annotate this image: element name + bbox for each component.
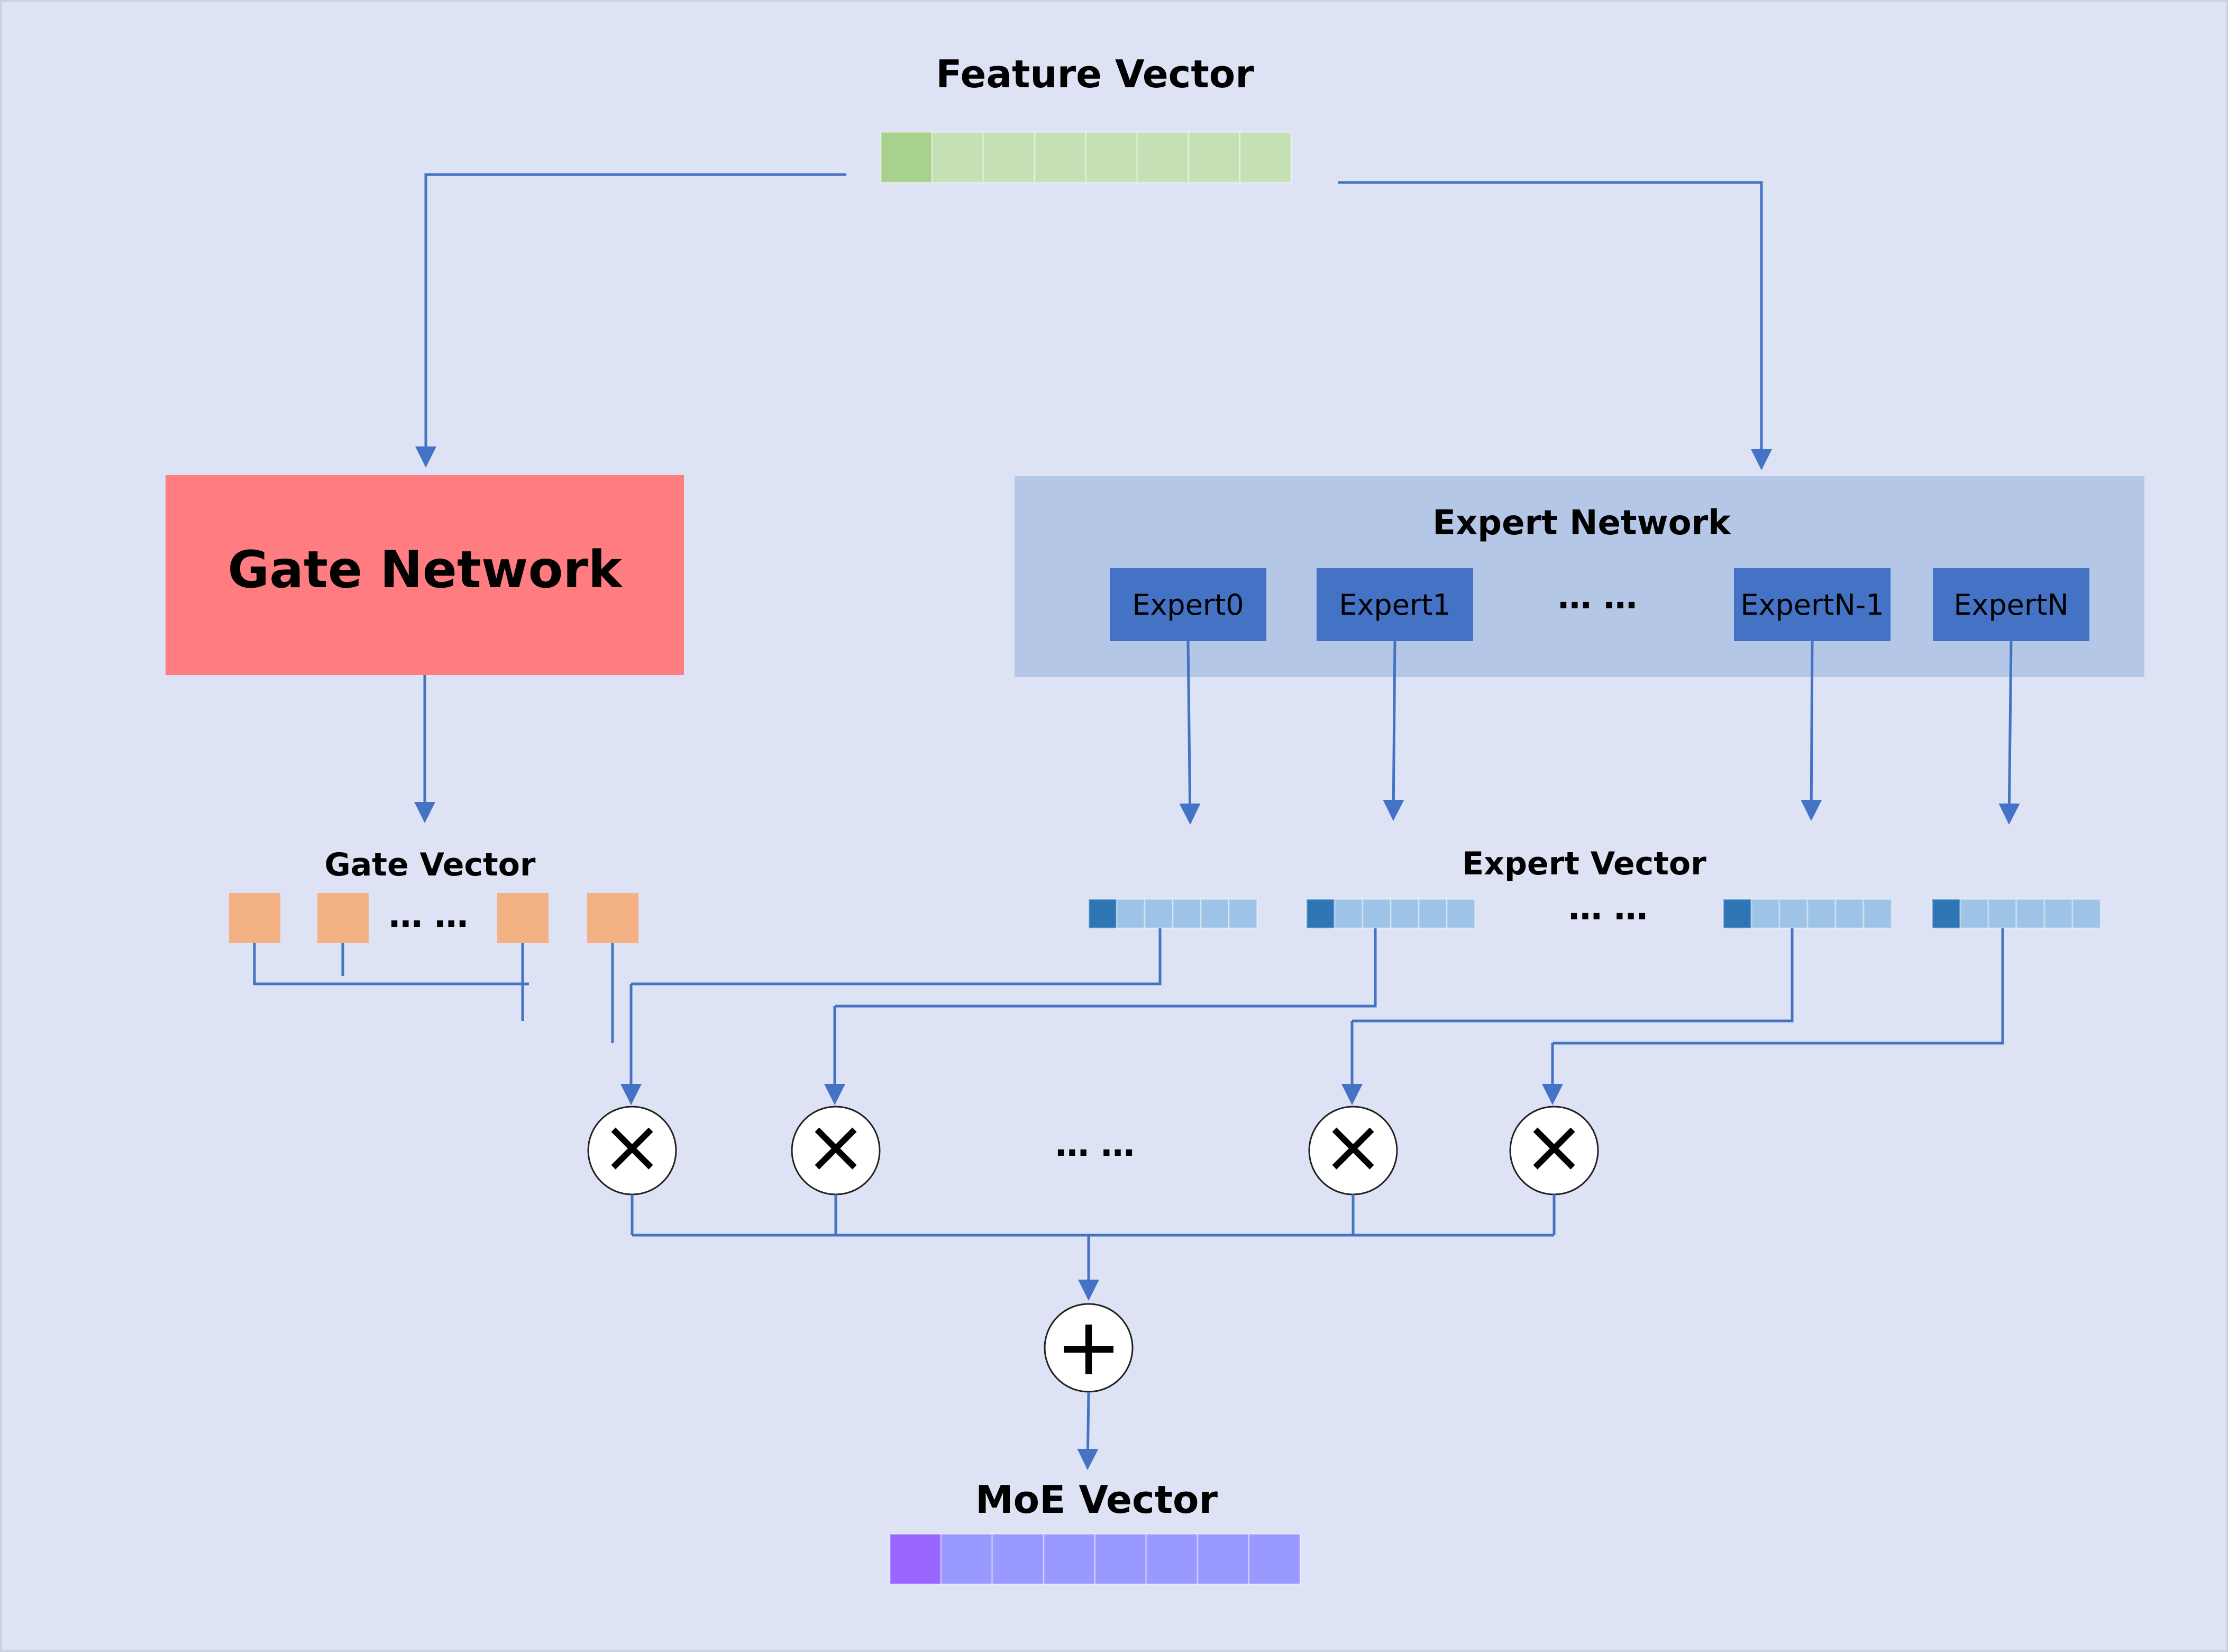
feature-vector-cell — [1188, 131, 1241, 184]
expert-vector-cell — [1088, 898, 1118, 929]
expert-vector-cell — [1228, 898, 1258, 929]
gate-vector-cell — [317, 893, 369, 943]
moe-vector-cell — [1043, 1533, 1096, 1585]
moe-vector-title: MoE Vector — [975, 1477, 1218, 1522]
feature-vector-cell — [880, 131, 933, 184]
expert-vector-cell — [2043, 898, 2074, 929]
gate-vector-cell — [587, 893, 638, 943]
feature-to-gate-connector — [415, 173, 846, 468]
expert-n-label: ExpertN — [1953, 588, 2068, 622]
expert-vector-cell — [1862, 898, 1893, 929]
expert-n-output-arrow — [1998, 641, 2020, 825]
expert-vector-cell — [1305, 898, 1336, 929]
expert-vector-cell — [1418, 898, 1448, 929]
gate-vector-cell — [229, 893, 280, 943]
expert-vector-1 — [1305, 898, 1476, 929]
expert-vector-cell — [1931, 898, 1961, 929]
expert-0-box — [1110, 568, 1266, 641]
expert-vector-ellipsis: … … — [1568, 889, 1648, 928]
expert-1-output-arrow — [1383, 641, 1404, 821]
expert-wire-n-minus-1 — [1352, 928, 1794, 1023]
expert-vector-cell — [1116, 898, 1146, 929]
feature-vector-title: Feature Vector — [936, 52, 1254, 96]
multiply-node-1: × — [791, 1103, 881, 1195]
feature-vector-cell — [931, 131, 984, 184]
gate-vector-title: Gate Vector — [325, 846, 536, 883]
routing-wires — [253, 928, 2004, 1105]
moe-vector-cell — [1094, 1533, 1147, 1585]
expert-vector-cell — [1834, 898, 1865, 929]
expert-vector-cell — [1722, 898, 1752, 929]
gate-network-label: Gate Network — [227, 540, 623, 599]
feature-connectors — [415, 173, 1772, 470]
expert-vector-cell — [1390, 898, 1420, 929]
expert-vector-title: Expert Vector — [1462, 845, 1706, 882]
multiply-sign: × — [1322, 1103, 1384, 1190]
expert-vector-cell — [1987, 898, 2017, 929]
expert-0-label: Expert0 — [1132, 588, 1244, 622]
expert-vector-cell — [2015, 898, 2046, 929]
sum-wires — [631, 1194, 1556, 1301]
feature-vector-cell — [1239, 131, 1292, 184]
expert-n-minus-1-label: ExpertN-1 — [1740, 588, 1884, 622]
expert-vector-cell — [1959, 898, 1989, 929]
moe-vector-cell — [1248, 1533, 1301, 1585]
expert-wire-n — [1553, 928, 2004, 1045]
expert-vector-n-minus-1 — [1722, 898, 1893, 929]
moe-vector-cell — [889, 1533, 942, 1585]
expert-vector-cell — [1144, 898, 1174, 929]
expert-vector-cell — [1806, 898, 1837, 929]
expert-vector-n — [1931, 898, 2102, 929]
expert-1-box — [1317, 568, 1473, 641]
expert-vector-cell — [1750, 898, 1780, 929]
expert-vector-cell — [1446, 898, 1476, 929]
feature-vector-cell — [1034, 131, 1087, 184]
expert-vector-cell — [1200, 898, 1230, 929]
moe-vector-cell — [940, 1533, 993, 1585]
feature-to-expert-connector — [1338, 181, 1772, 470]
multiply-sign: × — [1523, 1103, 1585, 1190]
add-node: + — [1044, 1301, 1134, 1393]
gate-wire-0 — [253, 943, 529, 985]
multiply-sign: × — [601, 1103, 663, 1190]
expert-n-minus-1-output-arrow — [1801, 641, 1822, 821]
moe-vector-cell — [1197, 1533, 1250, 1585]
expert-1-label: Expert1 — [1339, 588, 1450, 622]
gate-vector-cell — [497, 893, 549, 943]
multiply-node-2: × — [1308, 1103, 1398, 1195]
expert-vector-cell — [1334, 898, 1364, 929]
multiply-sign: × — [805, 1103, 866, 1190]
moe-vector-cell — [991, 1533, 1045, 1585]
gate-network-box — [166, 475, 684, 675]
expert-wire-1 — [835, 928, 1377, 1008]
add-output-arrow — [1077, 1391, 1099, 1470]
feature-vector — [880, 131, 1292, 184]
gate-vector-ellipsis: … … — [389, 896, 468, 935]
moe-vector — [889, 1533, 1301, 1585]
expert-vector-0 — [1088, 898, 1258, 929]
expert-vector-cell — [2071, 898, 2102, 929]
expert-0-output-arrow — [1179, 641, 1201, 825]
expert-vector-cell — [1778, 898, 1809, 929]
feature-vector-cell — [982, 131, 1036, 184]
network-output-arrows — [414, 641, 2020, 825]
multiply-node-3: × — [1509, 1103, 1599, 1195]
expert-n-box — [1933, 568, 2089, 641]
feature-vector-cell — [1085, 131, 1138, 184]
multiply-ellipsis: … … — [1055, 1125, 1135, 1164]
expert-vector-cell — [1172, 898, 1202, 929]
add-sign: + — [1055, 1301, 1122, 1393]
expert-network-label: Expert Network — [1432, 504, 1731, 543]
expert-ellipsis: … … — [1558, 578, 1637, 617]
multiply-node-0: × — [587, 1103, 677, 1195]
expert-wire-0 — [631, 928, 1162, 985]
moe-vector-cell — [1145, 1533, 1199, 1585]
feature-vector-cell — [1136, 131, 1190, 184]
expert-vector-cell — [1362, 898, 1392, 929]
expert-n-minus-1-box — [1734, 568, 1891, 641]
